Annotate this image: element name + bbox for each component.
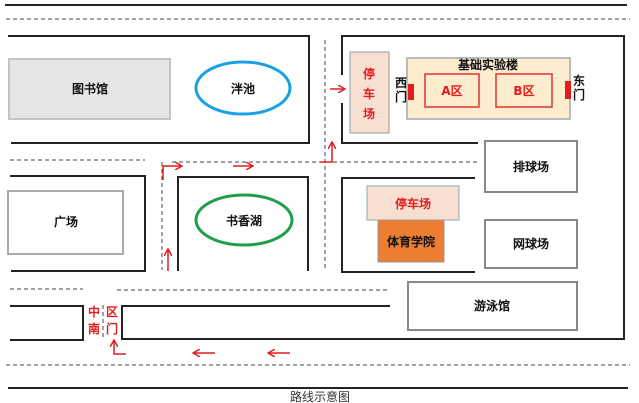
parking-north: 停 车 场 [349,51,390,134]
volleyball-court: 排球场 [484,140,578,193]
south-gate-char: 中 [88,304,100,319]
west-gate-char: 门 [395,89,407,104]
parking-north-char: 车 [363,86,375,101]
east-gate-char: 东 [573,73,585,88]
south-gate-char: 区 [106,305,118,319]
lab-building: 基础实验楼 A区 B区 西 门 东 门 [395,57,585,120]
east-gate-char: 门 [573,87,585,102]
sports-college: 体育学院 [377,219,445,263]
map-caption: 路线示意图 [290,389,350,403]
lake: 书香湖 [194,193,294,247]
pond-label: 泮池 [231,81,255,96]
parking-north-char: 停 [363,66,375,81]
arrow-up-icon [114,341,126,355]
west-gate-char: 西 [395,76,407,90]
arrow-corner-icon [162,166,181,180]
lake-label: 书香湖 [226,213,262,228]
roads [5,4,630,389]
arrow-up-icon [320,143,332,163]
tennis-court: 网球场 [484,219,578,269]
volleyball-label: 排球场 [513,159,549,174]
south-gate: 中 南 区 门 [88,304,118,336]
route-arrows [114,89,344,354]
lab-building-label: 基础实验楼 [457,57,518,72]
parking-south: 停车场 [366,185,460,221]
west-gate-marker [408,84,414,100]
zone-b-label: B区 [513,84,534,98]
square: 广场 [7,190,124,255]
south-gate-char: 门 [106,321,118,336]
parking-south-label: 停车场 [395,196,431,211]
parking-north-char: 场 [363,107,375,121]
sports-college-label: 体育学院 [387,234,435,249]
east-gate-marker [565,81,571,99]
library-label: 图书馆 [72,81,108,96]
tennis-label: 网球场 [513,236,549,251]
swimming-hall: 游泳馆 [407,281,578,331]
library: 图书馆 [8,58,171,120]
south-gate-char: 南 [88,321,100,336]
zone-a-label: A区 [441,84,462,98]
swimming-label: 游泳馆 [474,298,510,313]
pond: 泮池 [194,60,292,116]
square-label: 广场 [54,214,78,229]
